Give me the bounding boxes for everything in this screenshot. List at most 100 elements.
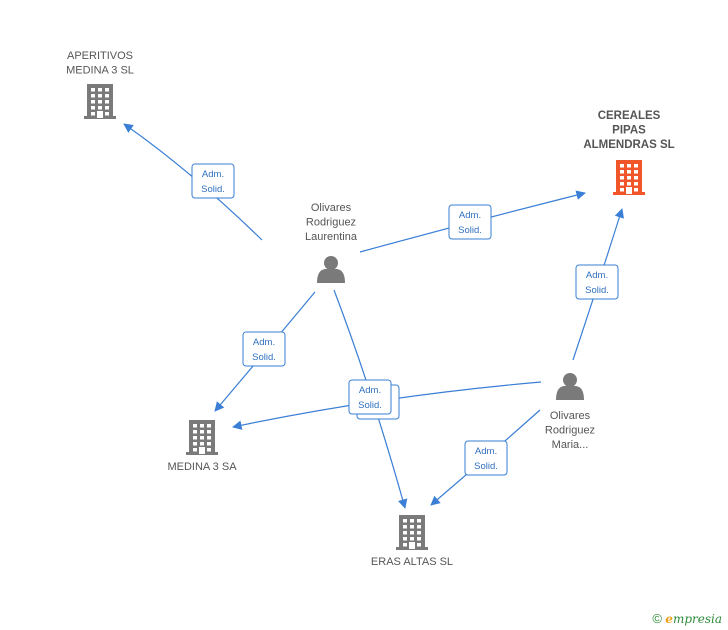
building-door xyxy=(626,187,632,194)
edge-label[interactable]: Adm. Solid. xyxy=(242,331,286,367)
building-window xyxy=(200,442,204,446)
building-window xyxy=(417,531,421,535)
building-icon xyxy=(396,515,428,550)
node-maria[interactable]: OlivaresRodriguezMaria... xyxy=(545,373,595,451)
edge-label-box[interactable] xyxy=(448,204,492,240)
edge-label-box[interactable] xyxy=(575,264,619,300)
building-window xyxy=(634,176,638,180)
person-body xyxy=(317,269,345,283)
edge-label-text: Adm. xyxy=(586,270,608,281)
edge-label-box[interactable] xyxy=(348,379,392,415)
building-window xyxy=(105,88,109,92)
building-window xyxy=(634,188,638,192)
building-window xyxy=(410,519,414,523)
building-window xyxy=(91,112,95,116)
building-window xyxy=(193,448,197,452)
building-window xyxy=(410,525,414,529)
brand-name: mpresia xyxy=(672,612,722,626)
edge-label[interactable]: Adm.Solid. xyxy=(348,379,392,415)
edge-label-text: Adm. xyxy=(459,210,481,221)
node-medina3sa[interactable]: MEDINA 3 SA xyxy=(167,420,237,473)
building-window xyxy=(627,170,631,174)
building-door xyxy=(97,111,103,118)
person-head xyxy=(324,256,338,270)
person-icon xyxy=(556,373,584,400)
footer-brand[interactable]: © empresia xyxy=(652,611,722,626)
building-icon xyxy=(186,420,218,455)
edge-label[interactable]: Adm. Solid. xyxy=(448,204,492,240)
edge-label-text: Adm. xyxy=(475,446,497,457)
building-window xyxy=(417,543,421,547)
edge-label-text: Solid. xyxy=(474,461,498,472)
edge-label-text: Adm. xyxy=(253,337,275,348)
edge-label-box[interactable] xyxy=(191,163,235,199)
building-window xyxy=(627,176,631,180)
building-window xyxy=(634,182,638,186)
building-window xyxy=(410,537,414,541)
node-eras[interactable]: ERAS ALTAS SL xyxy=(371,515,453,568)
building-window xyxy=(98,94,102,98)
building-window xyxy=(193,430,197,434)
building-window xyxy=(620,188,624,192)
building-window xyxy=(417,537,421,541)
edge-label-box[interactable] xyxy=(464,440,508,476)
edge-label[interactable]: Adm. Solid. xyxy=(464,440,508,476)
building-window xyxy=(200,424,204,428)
building-window xyxy=(634,170,638,174)
node-label: ERAS ALTAS SL xyxy=(371,556,453,568)
building-icon xyxy=(84,84,116,119)
edge-labels-layer: Adm. Solid. Adm. Solid. Adm. Solid. Adm. Solid.… xyxy=(191,163,619,476)
nodes-layer: APERITIVOS MEDINA 3 SL CEREALES PIPAS ALMEND… xyxy=(66,50,675,568)
building-window xyxy=(105,94,109,98)
building-window xyxy=(207,448,211,452)
edge-label-box[interactable] xyxy=(242,331,286,367)
brand-initial: e xyxy=(665,612,673,626)
node-label: Rodriguez xyxy=(306,217,356,229)
node-label: APERITIVOS xyxy=(67,50,133,62)
edge-label-text: Solid. xyxy=(585,285,609,296)
building-window xyxy=(417,525,421,529)
person-icon xyxy=(317,256,345,283)
node-label: MEDINA 3 SL xyxy=(66,65,134,77)
node-label: PIPAS xyxy=(612,125,646,137)
building-window xyxy=(105,112,109,116)
building-window xyxy=(207,442,211,446)
building-door xyxy=(199,447,205,454)
node-label: Laurentina xyxy=(305,231,358,243)
building-door xyxy=(409,542,415,549)
building-window xyxy=(193,436,197,440)
building-window xyxy=(620,176,624,180)
building-window xyxy=(620,182,624,186)
node-label: Olivares xyxy=(550,410,591,422)
node-label: Rodriguez xyxy=(545,425,595,437)
edge-label[interactable]: Adm. Solid. xyxy=(575,264,619,300)
node-cereales[interactable]: CEREALES PIPAS ALMENDRAS SL xyxy=(583,110,675,195)
building-window xyxy=(620,170,624,174)
building-window xyxy=(207,436,211,440)
building-window xyxy=(417,519,421,523)
edge-label[interactable]: Adm.Solid. xyxy=(191,163,235,199)
edge-label-text: Solid. xyxy=(252,352,276,363)
building-window xyxy=(403,543,407,547)
building-window xyxy=(98,88,102,92)
node-label: CEREALES xyxy=(598,110,661,122)
edge-label-text: Solid. xyxy=(358,400,382,411)
building-window xyxy=(627,164,631,168)
edge-label-text: Solid. xyxy=(458,225,482,236)
building-window xyxy=(105,106,109,110)
person-head xyxy=(563,373,577,387)
building-window xyxy=(200,430,204,434)
edge-label-text: Adm. xyxy=(202,169,224,180)
building-window xyxy=(403,525,407,529)
building-window xyxy=(403,519,407,523)
building-window xyxy=(91,106,95,110)
node-aperitivos[interactable]: APERITIVOS MEDINA 3 SL xyxy=(66,50,134,119)
building-window xyxy=(634,164,638,168)
building-window xyxy=(91,88,95,92)
node-label: ALMENDRAS SL xyxy=(583,139,674,151)
building-window xyxy=(410,531,414,535)
building-window xyxy=(403,537,407,541)
building-window xyxy=(207,424,211,428)
